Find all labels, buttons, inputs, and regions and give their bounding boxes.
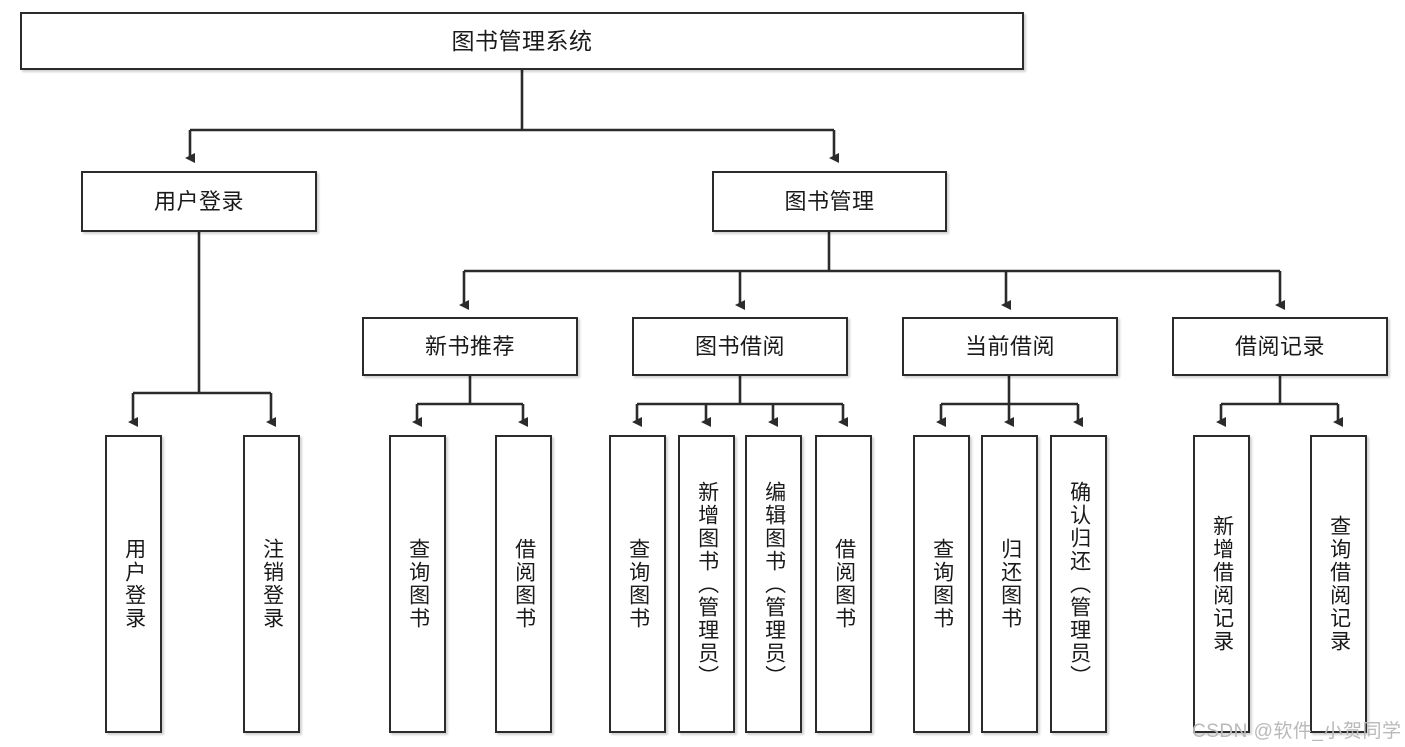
node-leaf-query-record-label: 查询借阅记录	[1327, 515, 1351, 653]
node-leaf-confirm-return[interactable]: 确认归还（管理员）	[1050, 435, 1107, 733]
node-leaf-add-book[interactable]: 新增图书（管理员）	[678, 435, 735, 733]
node-book-manage-label: 图书管理	[784, 188, 875, 214]
node-borrow-record[interactable]: 借阅记录	[1172, 317, 1388, 376]
node-book-manage[interactable]: 图书管理	[712, 171, 947, 232]
node-leaf-edit-book-label: 编辑图书（管理员）	[762, 480, 786, 688]
node-leaf-user-login[interactable]: 用户登录	[105, 435, 162, 733]
node-current-borrow[interactable]: 当前借阅	[902, 317, 1118, 376]
node-new-book-recommend[interactable]: 新书推荐	[362, 317, 578, 376]
node-leaf-query-book-3[interactable]: 查询图书	[913, 435, 970, 733]
node-user-login-label: 用户登录	[153, 188, 244, 214]
node-leaf-query-record[interactable]: 查询借阅记录	[1310, 435, 1367, 733]
node-leaf-borrow-book-1-label: 借阅图书	[512, 538, 536, 630]
node-leaf-borrow-book-2-label: 借阅图书	[832, 538, 856, 630]
node-leaf-query-book-3-label: 查询图书	[930, 538, 954, 630]
node-leaf-query-book-2[interactable]: 查询图书	[609, 435, 666, 733]
node-leaf-return-book[interactable]: 归还图书	[981, 435, 1038, 733]
node-leaf-query-book-1-label: 查询图书	[406, 538, 430, 630]
node-leaf-query-book-1[interactable]: 查询图书	[389, 435, 446, 733]
node-new-book-recommend-label: 新书推荐	[424, 333, 515, 359]
csdn-watermark: CSDN @软件_小贺同学	[1192, 721, 1402, 742]
node-book-borrow[interactable]: 图书借阅	[632, 317, 848, 376]
node-leaf-edit-book[interactable]: 编辑图书（管理员）	[745, 435, 802, 733]
node-leaf-query-book-2-label: 查询图书	[626, 538, 650, 630]
node-borrow-record-label: 借阅记录	[1234, 333, 1325, 359]
node-user-login[interactable]: 用户登录	[81, 171, 317, 232]
node-root[interactable]: 图书管理系统	[20, 12, 1024, 70]
node-leaf-user-login-label: 用户登录	[122, 538, 146, 630]
node-root-label: 图书管理系统	[451, 27, 593, 54]
node-leaf-add-book-label: 新增图书（管理员）	[695, 480, 719, 688]
node-leaf-add-record-label: 新增借阅记录	[1210, 515, 1234, 653]
node-leaf-borrow-book-2[interactable]: 借阅图书	[815, 435, 872, 733]
node-leaf-borrow-book-1[interactable]: 借阅图书	[495, 435, 552, 733]
node-current-borrow-label: 当前借阅	[964, 333, 1055, 359]
node-book-borrow-label: 图书借阅	[694, 333, 785, 359]
node-leaf-return-book-label: 归还图书	[998, 538, 1022, 630]
node-leaf-user-logout[interactable]: 注销登录	[243, 435, 300, 733]
node-leaf-user-logout-label: 注销登录	[260, 538, 284, 630]
node-leaf-add-record[interactable]: 新增借阅记录	[1193, 435, 1250, 733]
node-leaf-confirm-return-label: 确认归还（管理员）	[1067, 480, 1091, 688]
